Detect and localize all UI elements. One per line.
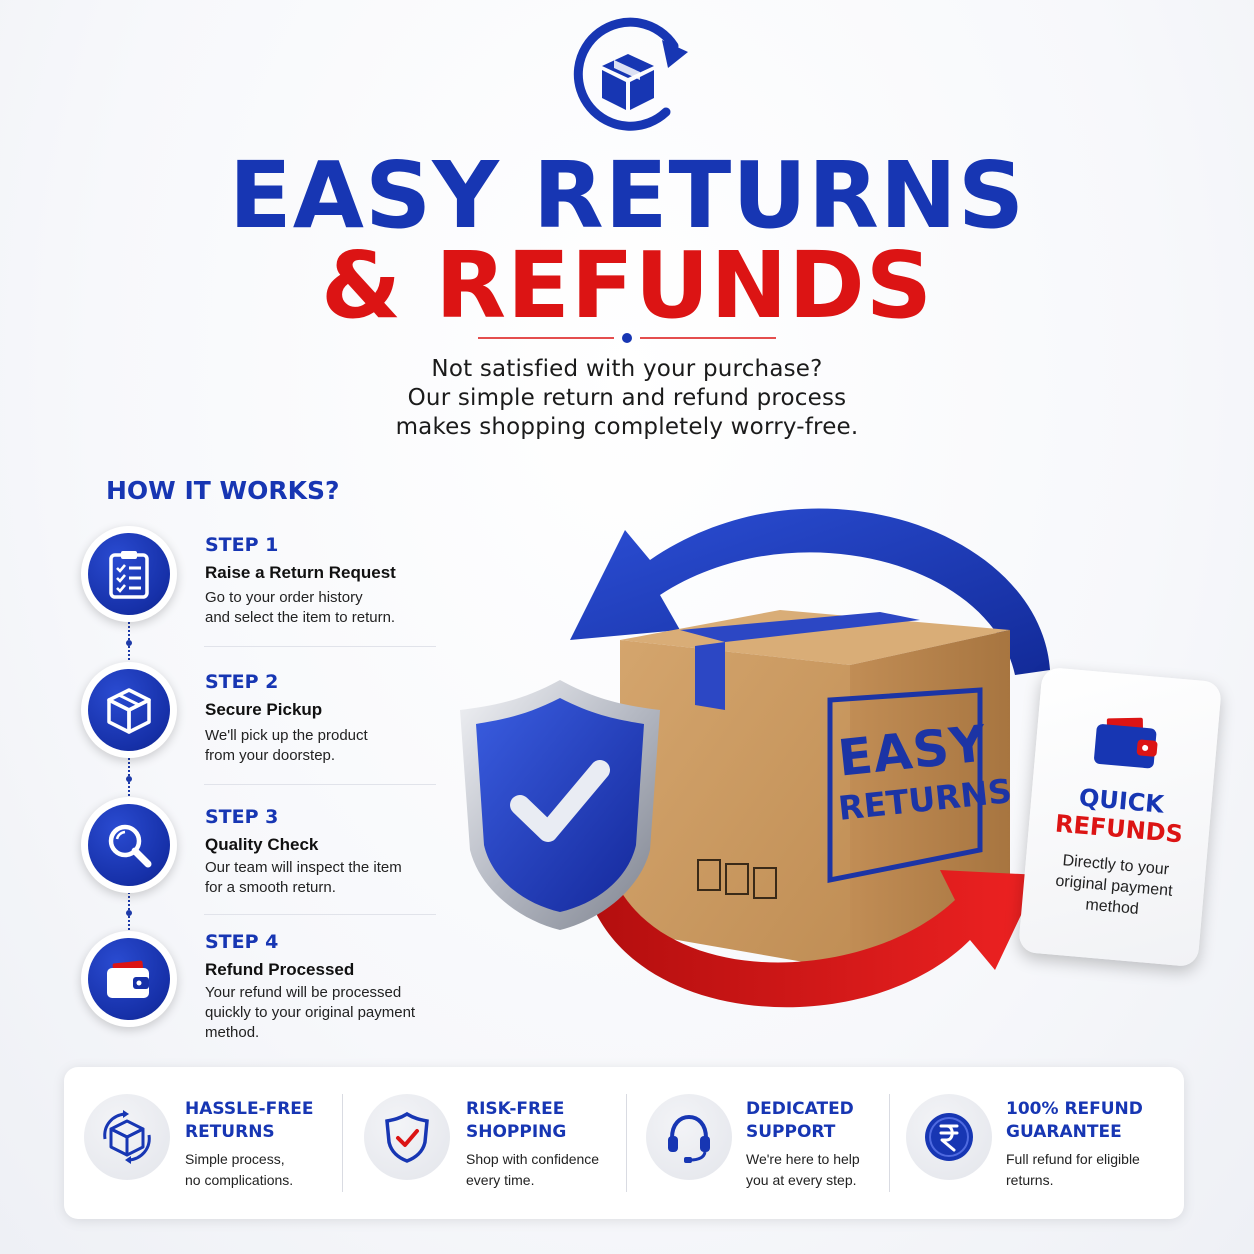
feature-separator [342, 1094, 343, 1192]
page-title-line2: & REFUNDS [320, 232, 934, 339]
step-title: Secure Pickup [205, 700, 323, 719]
intro-line: Our simple return and refund process [407, 385, 847, 411]
feature-title: HASSLE-FREE [185, 1099, 314, 1119]
step-number: STEP 1 [205, 534, 279, 556]
feature-separator [889, 1094, 890, 1192]
step-separator [204, 646, 436, 647]
step-description: from your doorstep. [205, 747, 336, 764]
blue-return-arrow [570, 508, 1050, 675]
step-3-icon-circle [81, 797, 177, 893]
feature-icon-circle [84, 1094, 170, 1180]
feature-title: DEDICATED [746, 1099, 854, 1119]
step-separator [204, 784, 436, 785]
step-separator [204, 914, 436, 915]
return-box-logo-icon [573, 17, 688, 131]
feature-icon-circle [364, 1094, 450, 1180]
feature-title: SHOPPING [466, 1122, 567, 1142]
red-refund-arrow [590, 870, 1040, 1008]
step-number: STEP 2 [205, 671, 279, 693]
feature-description: you at every step. [746, 1172, 857, 1188]
feature-title: RETURNS [185, 1122, 275, 1142]
title-divider [478, 333, 776, 343]
connector-dot [126, 910, 132, 916]
quick-refunds-card: QUICK REFUNDS Directly to your original … [1017, 666, 1223, 968]
feature-title: 100% REFUND [1006, 1099, 1143, 1119]
feature-description: Simple process, [185, 1151, 285, 1167]
box-return-arrows-icon [103, 1110, 151, 1164]
feature-icon-circle [646, 1094, 732, 1180]
box-icon [107, 688, 151, 734]
step-1-icon-circle [81, 526, 177, 622]
step-4-icon-circle [81, 931, 177, 1027]
step-title: Raise a Return Request [205, 563, 396, 582]
step-number: STEP 3 [205, 806, 279, 828]
intro-line: Not satisfied with your purchase? [431, 356, 823, 382]
feature-title: SUPPORT [746, 1122, 836, 1142]
step-title: Quality Check [205, 835, 319, 854]
feature-description: returns. [1006, 1172, 1054, 1188]
rupee-coin-icon [925, 1113, 973, 1161]
clipboard-checklist-icon [109, 551, 149, 599]
feature-description: no complications. [185, 1172, 294, 1188]
step-description: for a smooth return. [205, 879, 336, 896]
step-description: method. [205, 1024, 260, 1041]
feature-description: We're here to help [746, 1151, 860, 1167]
step-description: and select the item to return. [205, 609, 396, 626]
step-number: STEP 4 [205, 931, 279, 953]
step-description: Our team will inspect the item [205, 859, 402, 876]
feature-icon-circle [906, 1094, 992, 1180]
step-description: Your refund will be processed [205, 984, 402, 1001]
intro-line: makes shopping completely worry-free. [395, 414, 859, 440]
wallet-icon [107, 960, 149, 998]
magnifier-icon [108, 824, 152, 868]
wallet-icon [1094, 717, 1158, 769]
shield-check-icon [385, 1111, 429, 1163]
step-description: quickly to your original payment [205, 1004, 416, 1021]
feature-title: GUARANTEE [1006, 1122, 1122, 1142]
returns-illustration [460, 508, 1050, 1008]
connector-dot [126, 640, 132, 646]
feature-description: Shop with confidence [466, 1151, 600, 1167]
step-title: Refund Processed [205, 960, 355, 979]
page-title-line1: EASY RETURNS [228, 142, 1026, 249]
features-bar [64, 1067, 1184, 1219]
feature-separator [626, 1094, 627, 1192]
step-2-icon-circle [81, 662, 177, 758]
step-description: Go to your order history [205, 589, 363, 606]
connector-dot [126, 776, 132, 782]
feature-title: RISK-FREE [466, 1099, 565, 1119]
feature-description: Full refund for eligible [1006, 1151, 1140, 1167]
feature-description: every time. [466, 1172, 535, 1188]
headset-icon [668, 1114, 710, 1163]
how-it-works-heading: HOW IT WORKS? [106, 476, 340, 505]
step-description: We'll pick up the product [205, 727, 368, 744]
